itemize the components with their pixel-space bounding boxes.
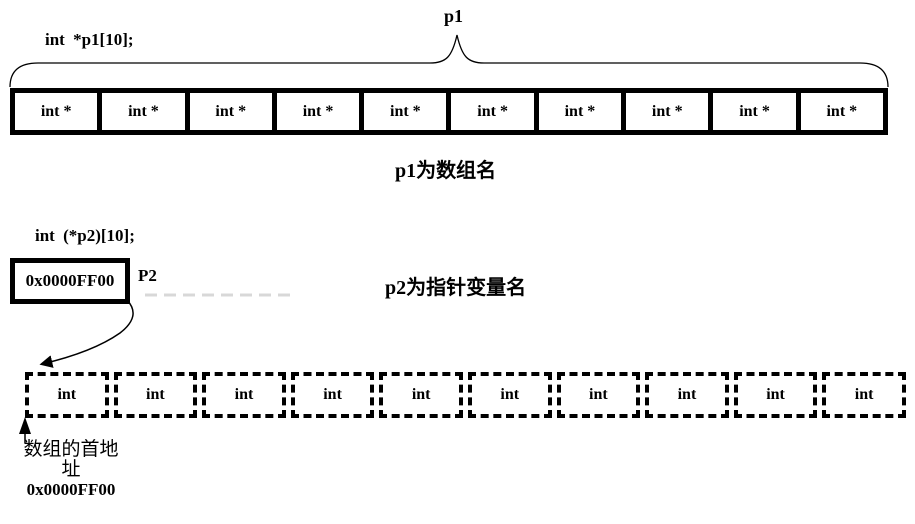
- p1-declaration: int *p1[10];: [45, 30, 134, 49]
- address-note-line2: 址: [61, 459, 81, 480]
- address-note: 数组的首地 址 0x0000FF00: [8, 440, 134, 500]
- address-note-hex: 0x0000FF00: [26, 480, 116, 499]
- p1-array-cell: int *: [713, 93, 801, 130]
- int-array-cell: int: [113, 372, 198, 418]
- int-array-cell: int: [202, 372, 286, 418]
- p1-pointer-array: int *int *int *int *int *int *int *int *…: [10, 88, 888, 135]
- int-array-cell: int: [645, 372, 729, 418]
- p1-array-cell: int *: [451, 93, 539, 130]
- int-array-cell: int: [822, 372, 906, 418]
- p1-array-cell: int *: [539, 93, 627, 130]
- int-array-cell: int: [25, 372, 109, 418]
- p1-array-cell: int *: [277, 93, 365, 130]
- p1-array-cell: int *: [364, 93, 452, 130]
- p1-array-cell: int *: [15, 93, 103, 130]
- p1-array-cell: int *: [190, 93, 277, 130]
- p1-array-cell: int *: [626, 93, 714, 130]
- int-array-cell: int: [733, 372, 818, 418]
- address-note-line1: 数组的首地: [23, 439, 119, 460]
- p1-brace-label: p1: [444, 6, 464, 26]
- int-array-cell: int: [290, 372, 375, 418]
- int-array-cell: int: [467, 372, 552, 418]
- int-array-cell: int: [556, 372, 641, 418]
- p1-array-cell: int *: [826, 102, 858, 120]
- p2-caption: p2为指针变量名: [385, 277, 527, 299]
- p2-pointer-value: 0x0000FF00: [25, 271, 115, 290]
- first-address-arrow-icon: [19, 417, 31, 434]
- p2-declaration: int (*p2)[10];: [35, 226, 135, 245]
- p2-box-label: P2: [138, 266, 157, 285]
- int-array-cell: int: [379, 372, 463, 418]
- p1-array-cell: int *: [102, 93, 190, 130]
- p2-to-array-arrow-icon: [39, 299, 134, 368]
- p1-caption: p1为数组名: [395, 160, 497, 182]
- p1-brace: [9, 34, 889, 88]
- p2-pointer-box: 0x0000FF00: [10, 258, 130, 304]
